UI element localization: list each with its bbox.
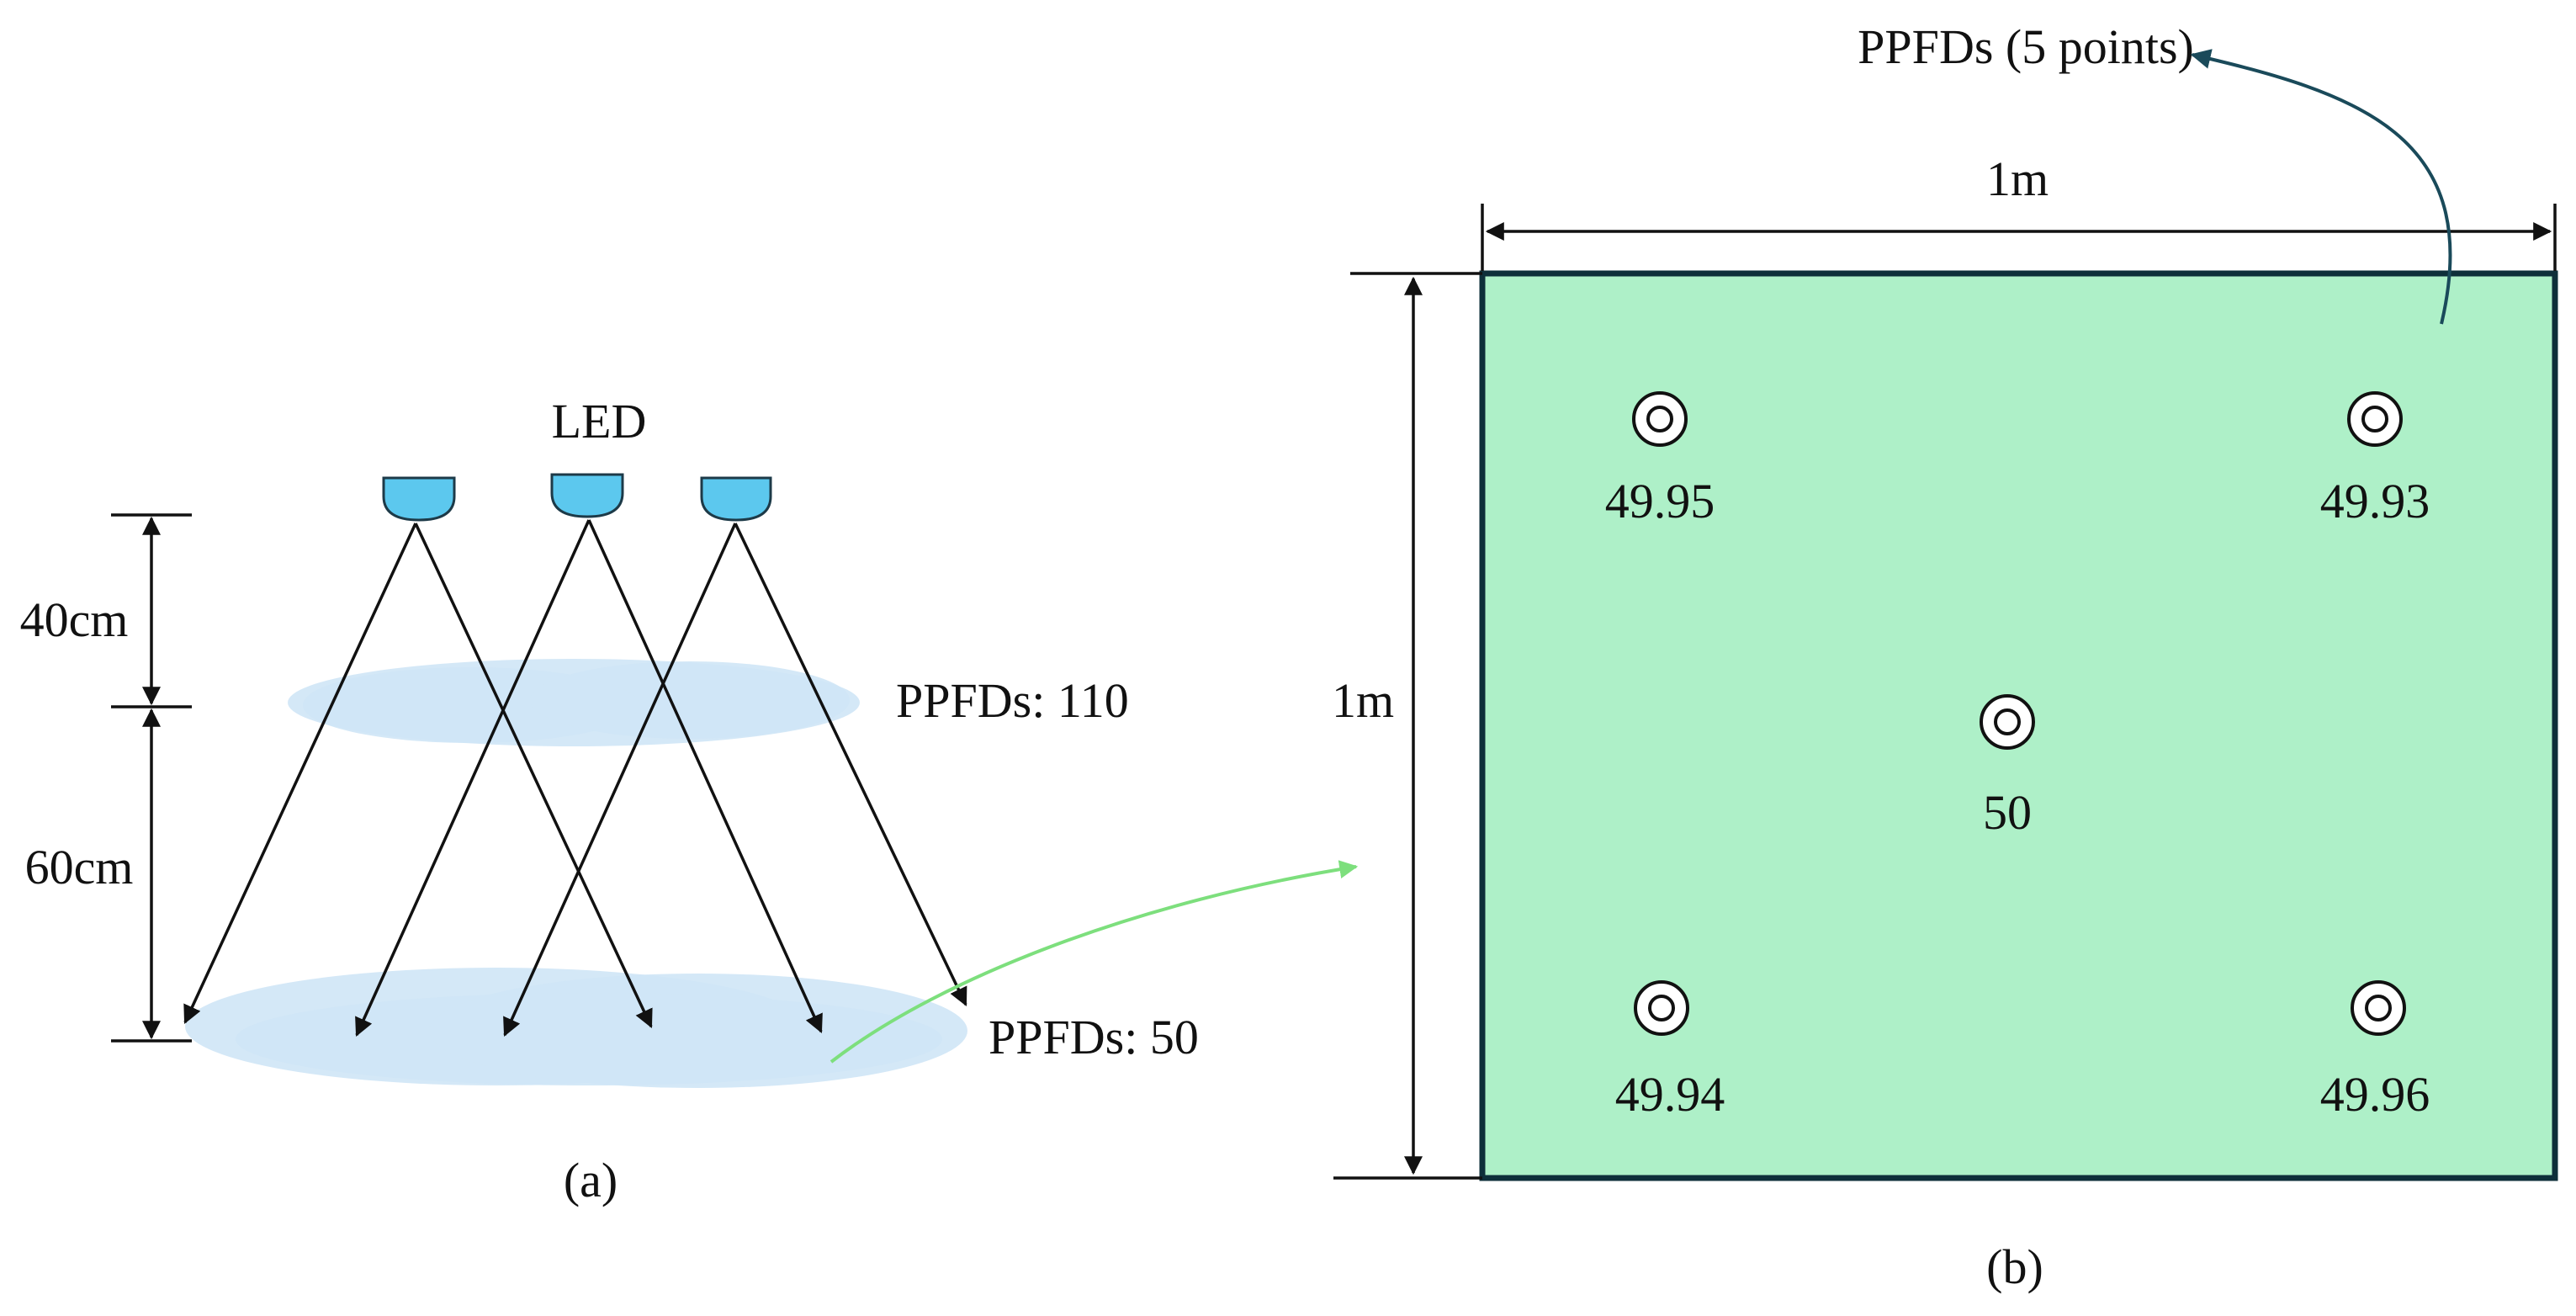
point-value: 50 xyxy=(1983,785,2032,840)
point-value: 49.96 xyxy=(2320,1067,2430,1122)
led-label: LED xyxy=(552,394,647,448)
sensor-point-bottom-right: 49.96 xyxy=(2320,980,2430,1122)
caption-a: (a) xyxy=(564,1153,617,1207)
annotation-arrow xyxy=(2190,49,2452,325)
distance-bottom-label: 60cm xyxy=(25,840,134,894)
ppfd-upper-label: PPFDs: 110 xyxy=(896,673,1129,728)
led-lamp-icon xyxy=(382,476,456,522)
caption-b: (b) xyxy=(1986,1239,2043,1294)
green-connector-arrow xyxy=(830,860,1359,1064)
sensor-point-bottom-left: 49.94 xyxy=(1615,980,1725,1122)
height-dimension xyxy=(1333,272,1482,1180)
ppfd-lower-label: PPFDs: 50 xyxy=(989,1010,1199,1064)
sensor-point-top-left: 49.95 xyxy=(1605,391,1715,528)
concentric-circle-sensor-icon xyxy=(1632,391,1688,447)
width-dimension xyxy=(1481,204,2557,271)
point-value: 49.94 xyxy=(1615,1067,1725,1122)
distance-top-label: 40cm xyxy=(20,592,129,647)
distance-dimension xyxy=(111,513,192,1043)
concentric-circle-sensor-icon xyxy=(2347,391,2403,447)
sensor-point-center: 50 xyxy=(1980,694,2035,840)
point-value: 49.95 xyxy=(1605,474,1715,528)
concentric-circle-sensor-icon xyxy=(1634,980,1689,1036)
light-rays xyxy=(183,519,967,1037)
light-spot-lower xyxy=(185,968,967,1088)
point-value: 49.93 xyxy=(2320,474,2430,528)
light-spot-upper xyxy=(288,659,860,746)
sensor-point-top-right: 49.93 xyxy=(2320,391,2430,528)
led-lamp-icon xyxy=(700,476,772,522)
concentric-circle-sensor-icon xyxy=(1980,694,2035,750)
height-label: 1m xyxy=(1332,673,1394,728)
ppfd-points-annotation: PPFDs (5 points) xyxy=(1858,19,2194,74)
panel-b: 1m 1m 49.95 49.93 xyxy=(1332,19,2558,1294)
concentric-circle-sensor-icon xyxy=(2351,980,2406,1036)
panel-a: LED 40cm 60cm PPFDs: 110 PPFDs: 50 (a) xyxy=(20,394,1199,1207)
led-lamp-icon xyxy=(550,473,624,518)
width-label: 1m xyxy=(1986,151,2049,206)
